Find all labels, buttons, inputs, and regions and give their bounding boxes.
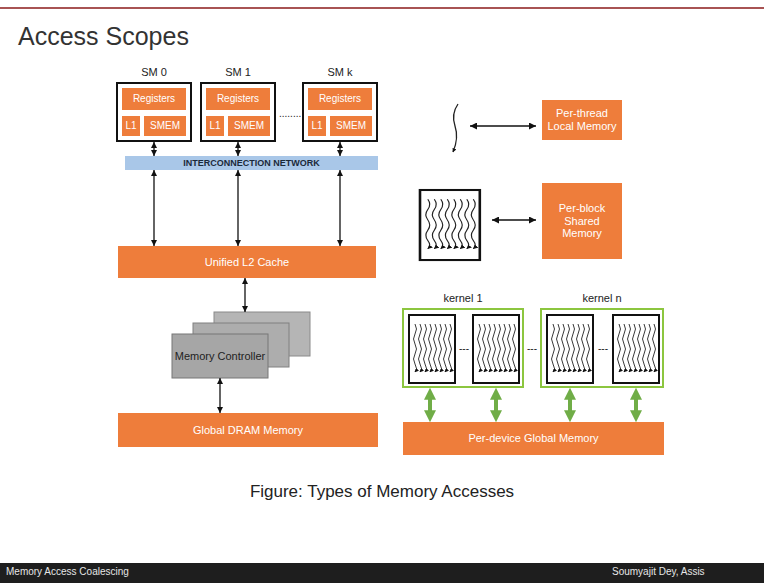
box-label: INTERCONNECTION NETWORK xyxy=(183,158,320,168)
box-label: SMEM xyxy=(336,120,366,132)
box-label: Registers xyxy=(319,93,361,105)
header-rule xyxy=(0,7,764,9)
shared-memory: SMEM xyxy=(330,116,372,136)
footer-text: Soumyajit Dey, Assis xyxy=(612,566,705,578)
ellipsis: ........ xyxy=(279,108,301,120)
box-label: Per-thread Local Memory xyxy=(545,107,619,132)
bus-arrow xyxy=(339,142,340,156)
box-heading: SM k xyxy=(290,66,390,78)
memory-band: Per-device Global Memory xyxy=(403,422,664,455)
bus-arrow xyxy=(153,142,154,156)
footer-bar xyxy=(0,563,764,583)
box-label: Memory Controller xyxy=(172,334,268,378)
interconnect-band: INTERCONNECTION NETWORK xyxy=(125,156,378,170)
sm-box: SM 0RegistersL1SMEM xyxy=(116,82,192,142)
bus-arrow xyxy=(237,170,238,246)
bus-arrow xyxy=(244,278,245,312)
thread-icon xyxy=(453,104,458,152)
box-label: SMEM xyxy=(150,120,180,132)
ellipsis: --- xyxy=(527,343,537,355)
sm-box: SM kRegistersL1SMEM xyxy=(302,82,378,142)
block-icon xyxy=(547,315,593,383)
slide-title: Access Scopes xyxy=(18,22,189,51)
figure-caption: Figure: Types of Memory Accesses xyxy=(0,482,764,502)
box-label: L1 xyxy=(311,120,322,132)
controller-box xyxy=(172,334,268,378)
box-heading: kernel 1 xyxy=(390,292,536,304)
access-arrow xyxy=(568,395,572,415)
box-label: Global DRAM Memory xyxy=(193,424,303,437)
register-file: Registers xyxy=(308,88,372,110)
memory-controller: Memory Controller xyxy=(172,312,310,378)
dram-band: Global DRAM Memory xyxy=(118,413,378,447)
memory-box: Per-block Shared Memory xyxy=(542,183,622,259)
box-label: SMEM xyxy=(234,120,264,132)
access-arrow xyxy=(634,395,638,415)
box-label: Registers xyxy=(133,93,175,105)
ellipsis: --- xyxy=(459,343,469,355)
shared-memory: SMEM xyxy=(228,116,270,136)
box-label: Per-device Global Memory xyxy=(468,432,598,445)
access-arrow xyxy=(494,395,498,415)
box-label: L1 xyxy=(125,120,136,132)
box-label: Unified L2 Cache xyxy=(205,256,289,269)
box-label: Registers xyxy=(217,93,259,105)
bus-arrow xyxy=(153,170,154,246)
footer-text: Memory Access Coalescing xyxy=(6,566,129,578)
bus-arrow xyxy=(339,170,340,246)
block-icon xyxy=(420,190,480,260)
memory-box: Per-thread Local Memory xyxy=(542,100,622,140)
l1-cache: L1 xyxy=(308,116,326,136)
block-icon xyxy=(613,315,659,383)
l1-cache: L1 xyxy=(206,116,224,136)
bus-arrow xyxy=(237,142,238,156)
block-icon xyxy=(473,315,519,383)
l1-cache: L1 xyxy=(122,116,140,136)
ellipsis: --- xyxy=(598,343,608,355)
access-arrow xyxy=(492,219,536,220)
box-heading: SM 1 xyxy=(188,66,288,78)
block-icon xyxy=(409,315,455,383)
access-arrow xyxy=(428,395,432,415)
access-arrow xyxy=(470,125,536,126)
box-heading: SM 0 xyxy=(104,66,204,78)
box-label: L1 xyxy=(209,120,220,132)
register-file: Registers xyxy=(206,88,270,110)
register-file: Registers xyxy=(122,88,186,110)
cache-band: Unified L2 Cache xyxy=(118,246,376,278)
bus-arrow xyxy=(219,378,220,413)
sm-box: SM 1RegistersL1SMEM xyxy=(200,82,276,142)
box-label: Per-block Shared Memory xyxy=(545,202,619,240)
box-heading: kernel n xyxy=(528,292,676,304)
shared-memory: SMEM xyxy=(144,116,186,136)
